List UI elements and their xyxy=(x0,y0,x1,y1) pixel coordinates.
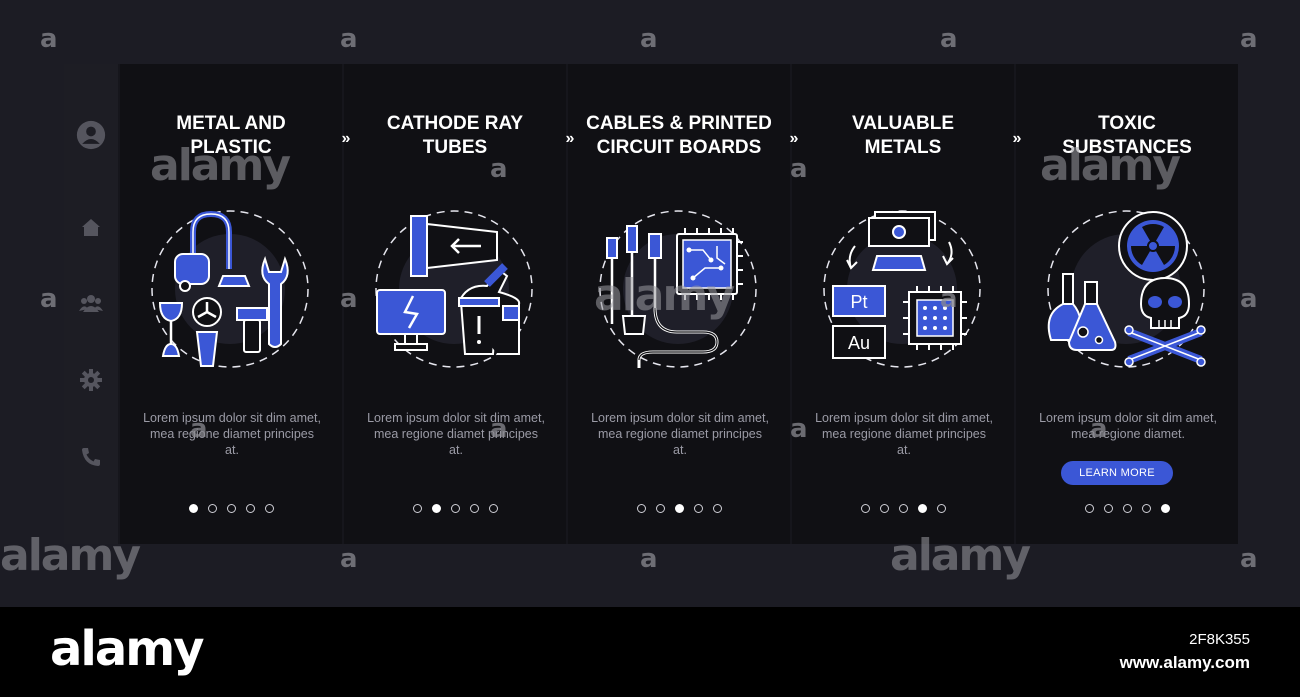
watermark: alamy xyxy=(890,530,1031,581)
home-icon[interactable] xyxy=(76,212,106,242)
step-dot[interactable] xyxy=(431,504,441,513)
watermark: alamy xyxy=(150,140,291,191)
step-dot[interactable] xyxy=(188,504,198,513)
cables-chip-icon xyxy=(599,210,757,368)
step-dot[interactable] xyxy=(936,504,946,513)
card-description: Lorem ipsum dolor sit dim amet, mea regi… xyxy=(815,411,993,457)
card-title: VALUABLE METALS xyxy=(851,113,955,158)
platinum-label: Pt xyxy=(850,292,867,312)
step-indicator xyxy=(120,504,342,513)
onboarding-card-cables-circuit-boards: CABLES & PRINTED CIRCUIT BOARDS Lorem ip… xyxy=(568,64,790,544)
step-dot[interactable] xyxy=(712,504,722,513)
step-dot[interactable] xyxy=(469,504,479,513)
watermark: a xyxy=(490,414,508,444)
step-dot[interactable] xyxy=(1160,504,1170,513)
step-dot[interactable] xyxy=(898,504,908,513)
step-dot[interactable] xyxy=(207,504,217,513)
gear-icon[interactable] xyxy=(76,365,106,395)
watermark: alamy xyxy=(1040,140,1181,191)
card-title: CABLES & PRINTED CIRCUIT BOARDS xyxy=(586,113,772,158)
watermark: a xyxy=(1090,414,1108,444)
watermark: a xyxy=(340,544,358,574)
step-dot[interactable] xyxy=(488,504,498,513)
phone-icon[interactable] xyxy=(76,442,106,472)
next-chevron-icon[interactable]: » xyxy=(789,130,799,147)
step-dot[interactable] xyxy=(655,504,665,513)
group-icon[interactable] xyxy=(76,288,106,318)
watermark: a xyxy=(340,24,358,54)
watermark: a xyxy=(640,544,658,574)
watermark: a xyxy=(640,24,658,54)
onboarding-card-toxic-substances: TOXIC SUBSTANCES Lorem ipsum dolor sit d… xyxy=(1016,64,1238,544)
watermark: a xyxy=(40,24,58,54)
next-chevron-icon[interactable]: » xyxy=(341,130,351,147)
watermark: a xyxy=(1240,284,1258,314)
watermark: a xyxy=(790,154,808,184)
step-dot[interactable] xyxy=(245,504,255,513)
step-dot[interactable] xyxy=(1084,504,1094,513)
step-dot[interactable] xyxy=(412,504,422,513)
watermark: a xyxy=(940,284,958,314)
card-description: Lorem ipsum dolor sit dim amet, mea regi… xyxy=(143,411,321,457)
step-dot[interactable] xyxy=(860,504,870,513)
step-dot[interactable] xyxy=(450,504,460,513)
card-title: METAL AND PLASTIC xyxy=(176,113,286,158)
card-description: Lorem ipsum dolor sit dim amet, mea regi… xyxy=(367,411,545,457)
step-dot[interactable] xyxy=(264,504,274,513)
watermark: a xyxy=(1240,544,1258,574)
watermark: a xyxy=(190,414,208,444)
toxic-hazard-icon xyxy=(1047,210,1206,368)
watermark: a xyxy=(340,284,358,314)
step-indicator xyxy=(344,504,566,513)
onboarding-card-valuable-metals: VALUABLE METALS Pt Au Lorem ipsum dolor … xyxy=(792,64,1014,544)
next-chevron-icon[interactable]: » xyxy=(565,130,575,147)
valuable-metals-icon: Pt Au xyxy=(823,210,981,368)
card-description: Lorem ipsum dolor sit dim amet, mea regi… xyxy=(591,411,769,457)
step-dot[interactable] xyxy=(636,504,646,513)
site-url[interactable]: www.alamy.com xyxy=(1119,653,1250,672)
step-dot[interactable] xyxy=(226,504,236,513)
step-dot[interactable] xyxy=(1122,504,1132,513)
image-id: 2F8K355 xyxy=(1189,631,1250,648)
step-dot[interactable] xyxy=(879,504,889,513)
onboarding-card-cathode-ray-tubes: CATHODE RAY TUBES Lorem ipsum dolor sit … xyxy=(344,64,566,544)
step-dot[interactable] xyxy=(1141,504,1151,513)
vacuum-wrench-icon xyxy=(151,210,309,368)
watermark: a xyxy=(790,414,808,444)
watermark: a xyxy=(940,24,958,54)
step-indicator xyxy=(792,504,1014,513)
watermark: alamy xyxy=(594,270,735,321)
step-dot[interactable] xyxy=(693,504,703,513)
onboarding-card-metal-plastic: METAL AND PLASTIC Lorem ipsum dolor sit … xyxy=(120,64,342,544)
alamy-logo: alamy xyxy=(50,621,205,677)
gold-label: Au xyxy=(848,333,870,353)
watermark: alamy xyxy=(0,530,141,581)
step-indicator xyxy=(1016,504,1238,513)
step-dot[interactable] xyxy=(674,504,684,513)
card-title: CATHODE RAY TUBES xyxy=(386,113,524,158)
watermark: a xyxy=(40,284,58,314)
next-chevron-icon[interactable]: » xyxy=(1012,130,1022,147)
watermark: a xyxy=(490,154,508,184)
watermark: a xyxy=(1240,24,1258,54)
crt-monitor-icon xyxy=(375,210,533,368)
user-icon[interactable] xyxy=(76,120,106,150)
card-description: Lorem ipsum dolor sit dim amet, mea regi… xyxy=(1039,411,1217,441)
footer-bar: alamy 2F8K355 www.alamy.com xyxy=(0,607,1300,697)
step-dot[interactable] xyxy=(917,504,927,513)
step-dot[interactable] xyxy=(1103,504,1113,513)
card-title: TOXIC SUBSTANCES xyxy=(1062,113,1192,158)
sidebar xyxy=(64,64,118,544)
learn-more-button[interactable]: LEARN MORE xyxy=(1061,461,1173,485)
step-indicator xyxy=(568,504,790,513)
